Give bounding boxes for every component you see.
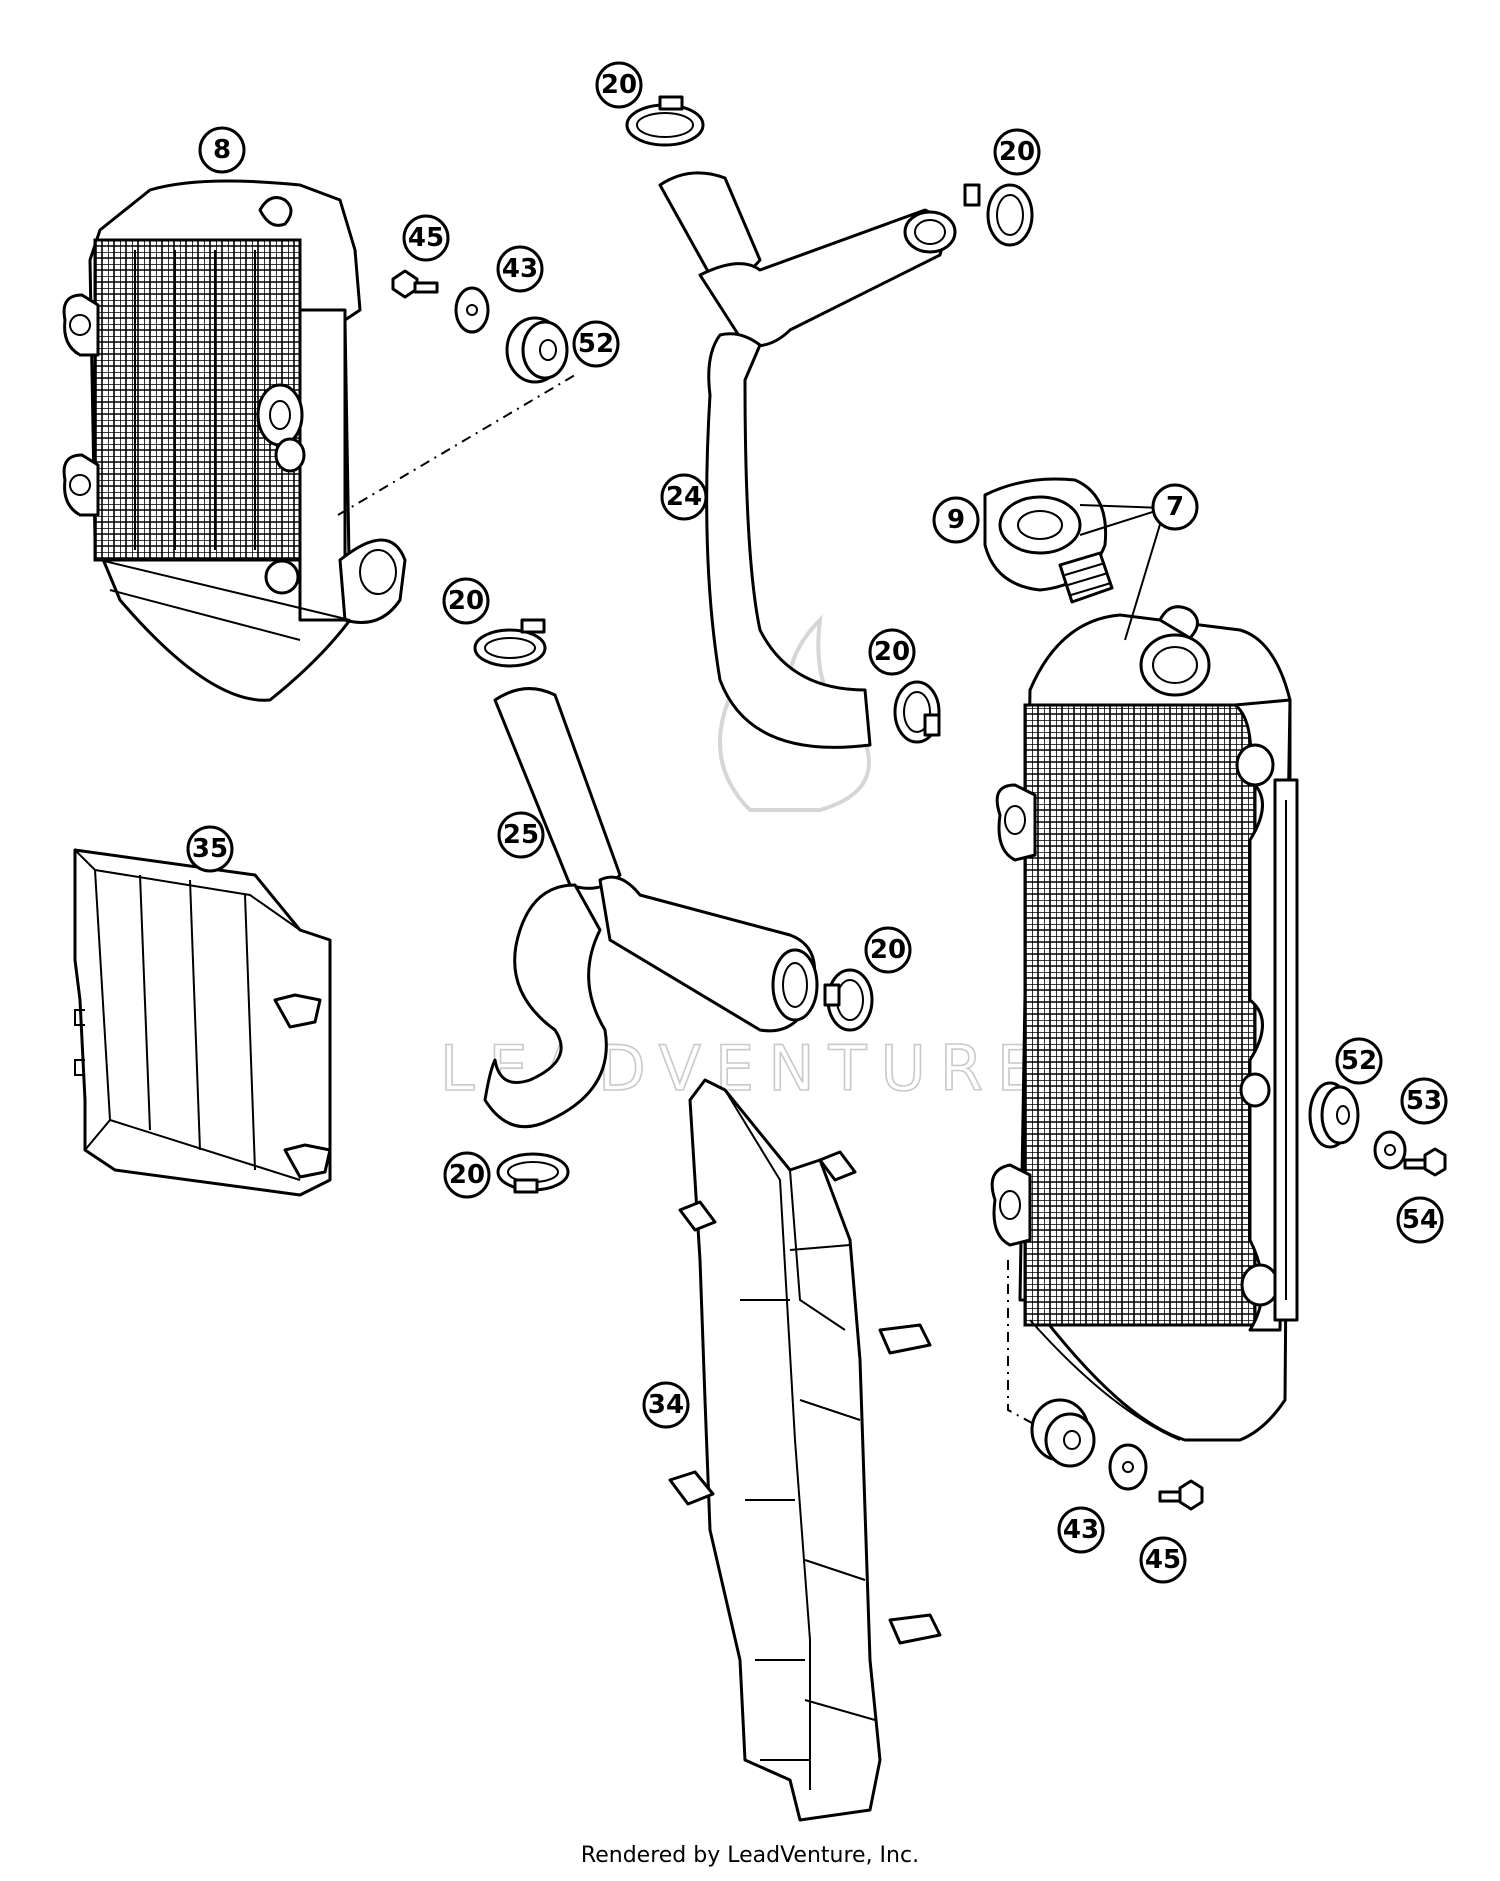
callout-label-7: 7 (1166, 492, 1184, 522)
callout-label-20: 20 (449, 1160, 485, 1190)
callout-c20c: 20 (442, 577, 490, 625)
leader-line (337, 374, 576, 516)
callout-c54: 54 (1396, 1196, 1444, 1244)
callout-c52a: 52 (572, 320, 620, 368)
callout-c9: 9 (932, 496, 980, 544)
callout-label-24: 24 (666, 482, 702, 512)
right-shroud-guard (668, 1078, 942, 1822)
washer-43-top (454, 286, 490, 334)
clamp-20a (625, 95, 705, 147)
callout-c43a: 43 (496, 245, 544, 293)
callout-label-9: 9 (947, 505, 965, 535)
bolt-45-top (391, 269, 439, 299)
grommet-43-bottom (1030, 1398, 1096, 1468)
washer-53 (1373, 1130, 1407, 1170)
radiator-cap (983, 477, 1114, 604)
callout-c53: 53 (1400, 1077, 1448, 1125)
callout-c45b: 45 (1139, 1536, 1187, 1584)
callout-label-20: 20 (870, 935, 906, 965)
clamp-20b (963, 183, 1034, 247)
callout-label-45: 45 (408, 223, 444, 253)
callout-c20f: 20 (443, 1151, 491, 1199)
callout-c20a: 20 (595, 61, 643, 109)
cap-leader-line (1079, 504, 1166, 641)
callout-label-20: 20 (874, 637, 910, 667)
callout-c20e: 20 (864, 926, 912, 974)
callout-c20b: 20 (993, 128, 1041, 176)
left-radiator (62, 179, 407, 702)
lower-leader-line (1007, 1260, 1046, 1431)
clamp-20c (473, 618, 547, 668)
callout-label-34: 34 (648, 1390, 684, 1420)
callout-label-20: 20 (999, 137, 1035, 167)
callout-c45a: 45 (402, 214, 450, 262)
callout-c20d: 20 (868, 628, 916, 676)
callout-label-25: 25 (503, 820, 539, 850)
clamp-20d (893, 680, 941, 744)
lower-hose (483, 687, 819, 1129)
grommet-52-right (1308, 1081, 1360, 1149)
right-radiator (990, 605, 1299, 1442)
callout-c24: 24 (660, 473, 708, 521)
callout-c7: 7 (1151, 483, 1199, 531)
callout-label-35: 35 (192, 834, 228, 864)
footer-credit: Rendered by LeadVenture, Inc. (580, 1843, 920, 1868)
callout-c35: 35 (186, 825, 234, 873)
bolt-54 (1403, 1147, 1447, 1177)
upper-hose (658, 171, 957, 749)
callout-c34: 34 (642, 1381, 690, 1429)
callout-c8: 8 (198, 126, 246, 174)
washer-45-bottom (1108, 1443, 1148, 1491)
callout-label-43: 43 (1063, 1515, 1099, 1545)
clamp-20e (823, 968, 874, 1032)
grommet-52-top (505, 316, 569, 384)
callout-label-43: 43 (502, 254, 538, 284)
callout-label-20: 20 (601, 70, 637, 100)
clamp-20f (496, 1152, 570, 1194)
callout-c52b: 52 (1335, 1037, 1383, 1085)
callout-c43b: 43 (1057, 1506, 1105, 1554)
bolt-45-bottom (1158, 1479, 1204, 1511)
callout-label-45: 45 (1145, 1545, 1181, 1575)
callout-label-52: 52 (1341, 1046, 1377, 1076)
callout-label-52: 52 (578, 329, 614, 359)
callout-c25: 25 (497, 811, 545, 859)
callout-label-20: 20 (448, 586, 484, 616)
callout-label-53: 53 (1406, 1086, 1442, 1116)
left-shroud-guard (73, 848, 332, 1197)
callout-label-8: 8 (213, 135, 231, 165)
callout-label-54: 54 (1402, 1205, 1438, 1235)
